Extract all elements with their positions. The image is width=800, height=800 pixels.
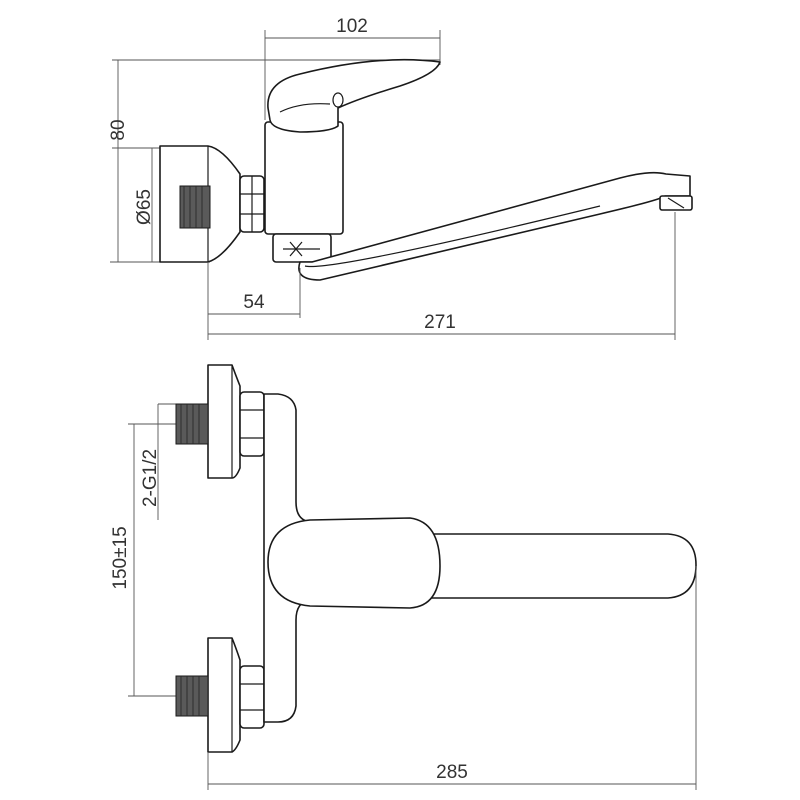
side-thread-lines: [183, 186, 203, 228]
dimension-total-length: 285: [207, 566, 697, 790]
side-spout: [298, 171, 693, 281]
dimension-handle-width: 102: [264, 16, 441, 120]
side-thread-connector: [179, 185, 211, 229]
dim-150-label: 150±15: [110, 526, 131, 589]
upper-thread-lines: [180, 404, 200, 444]
side-lever-handle: [267, 58, 441, 133]
side-view: 102 80 Ø65: [108, 16, 693, 340]
dim-271-label: 271: [424, 312, 456, 333]
upper-hex-nut: [239, 391, 265, 457]
dim-54-label: 54: [243, 292, 265, 313]
upper-flange: [207, 364, 241, 479]
side-hex-nut: [239, 175, 265, 233]
lower-flange: [207, 637, 241, 753]
dimension-centers: 150±15: [110, 423, 176, 697]
side-mixer-body: [264, 121, 344, 263]
dim-thread-label: 2-G1/2: [140, 449, 161, 507]
dim-65-label: Ø65: [134, 189, 155, 225]
dimension-thread: 2-G1/2: [140, 403, 176, 520]
front-lever-handle: [267, 517, 441, 609]
dimension-body-offset: 54: [207, 262, 301, 340]
front-view: 2-G1/2 150±15: [110, 364, 697, 790]
lower-hex-nut: [239, 665, 265, 729]
front-spout: [419, 533, 697, 599]
dim-102-label: 102: [336, 16, 368, 37]
dim-80-label: 80: [108, 119, 129, 140]
dimension-spout-reach: 271: [208, 212, 676, 340]
lower-thread-lines: [180, 676, 200, 716]
dim-285-label: 285: [436, 762, 468, 783]
